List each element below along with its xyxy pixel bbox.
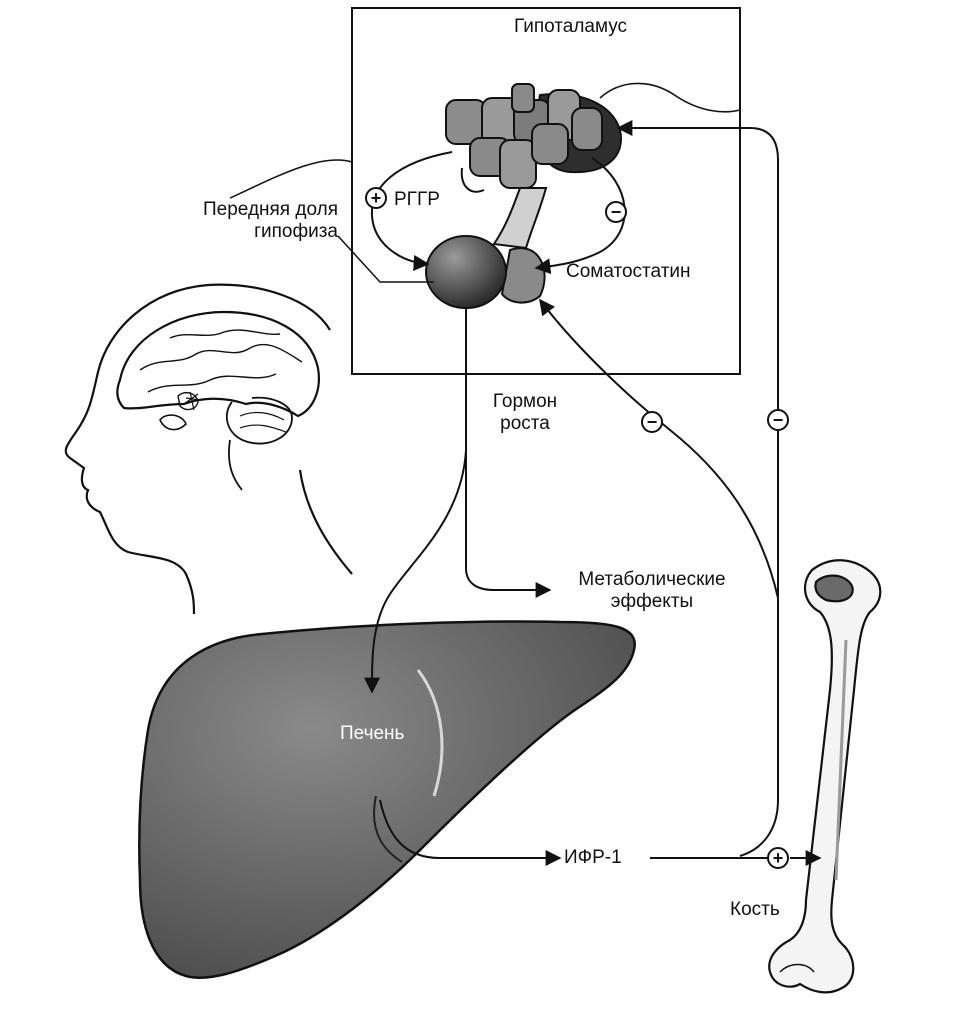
- hypothalamus-feedback-minus-circle: [767, 409, 789, 431]
- metabolic-effects-label-line2: эффекты: [610, 591, 694, 612]
- bone-plus-circle: [767, 847, 789, 869]
- liver-to-igf1-arrow: [379, 799, 562, 866]
- ghrh-plus-circle: [365, 187, 387, 209]
- somatostatin-label: Соматостатин: [566, 261, 691, 282]
- liver-fissure: [416, 669, 444, 797]
- pathway-arrows: [364, 120, 822, 866]
- metabolic-effects-label: Метаболические эффекты: [552, 569, 752, 613]
- hypothalamus-label: Гипоталамус: [514, 16, 628, 37]
- pituitary-illustration: [425, 187, 548, 309]
- ghrh-label: РГГР: [394, 189, 440, 210]
- liver-lobe-line: [373, 795, 403, 863]
- metabolic-effects-label-line1: Метаболические: [578, 569, 726, 590]
- brain-stem: [228, 439, 243, 491]
- head-outline: [64, 283, 331, 615]
- hypothalamus-illustration: [445, 83, 622, 193]
- hypothalamus-feedback-minus-sign: −: [772, 410, 784, 430]
- inset-frame: [351, 7, 741, 375]
- somatostatin-minus-sign: −: [610, 202, 622, 222]
- anterior-pituitary-label: Передняя доля гипофиза: [150, 199, 338, 243]
- somatostatin-arrow: [534, 157, 626, 275]
- liver-label: Печень: [340, 723, 405, 744]
- growth-hormone-label-line2: роста: [500, 413, 550, 434]
- anterior-pituitary-label-line2: гипофиза: [254, 221, 338, 242]
- pituitary-feedback-minus-sign: −: [646, 412, 658, 432]
- pituitary-feedback-minus-circle: [641, 411, 663, 433]
- head-illustration: [64, 283, 353, 615]
- sign-markers: [365, 187, 789, 869]
- inset-arrows: [337, 82, 741, 283]
- pituitary-pointer: [337, 235, 434, 283]
- growth-hormone-label: Гормон роста: [470, 391, 580, 435]
- ghrh-plus-sign: +: [370, 188, 382, 208]
- gh-to-metabolic-arrow: [465, 308, 552, 598]
- ghrh-arrow: [370, 151, 453, 271]
- igf1-label: ИФР-1: [564, 847, 622, 868]
- brain-outline: [116, 310, 320, 418]
- liver-illustration: [138, 620, 636, 979]
- bone-label: Кость: [730, 899, 780, 920]
- neck-back: [298, 469, 353, 575]
- inset-pointer: [229, 159, 353, 199]
- igf1-feedback-hypothalamus: [616, 120, 779, 857]
- growth-hormone-label-line1: Гормон: [492, 391, 558, 412]
- anterior-pituitary-label-line1: Передняя доля: [203, 199, 338, 220]
- cerebellum: [225, 396, 293, 445]
- igf1-feedback-pituitary: [539, 298, 779, 599]
- gh-to-liver-arrow: [364, 449, 467, 694]
- bone-plus-sign: +: [772, 848, 784, 868]
- bone-illustration: [768, 559, 882, 994]
- hypothalamus-loop: [599, 82, 741, 113]
- somatostatin-minus-circle: [605, 201, 627, 223]
